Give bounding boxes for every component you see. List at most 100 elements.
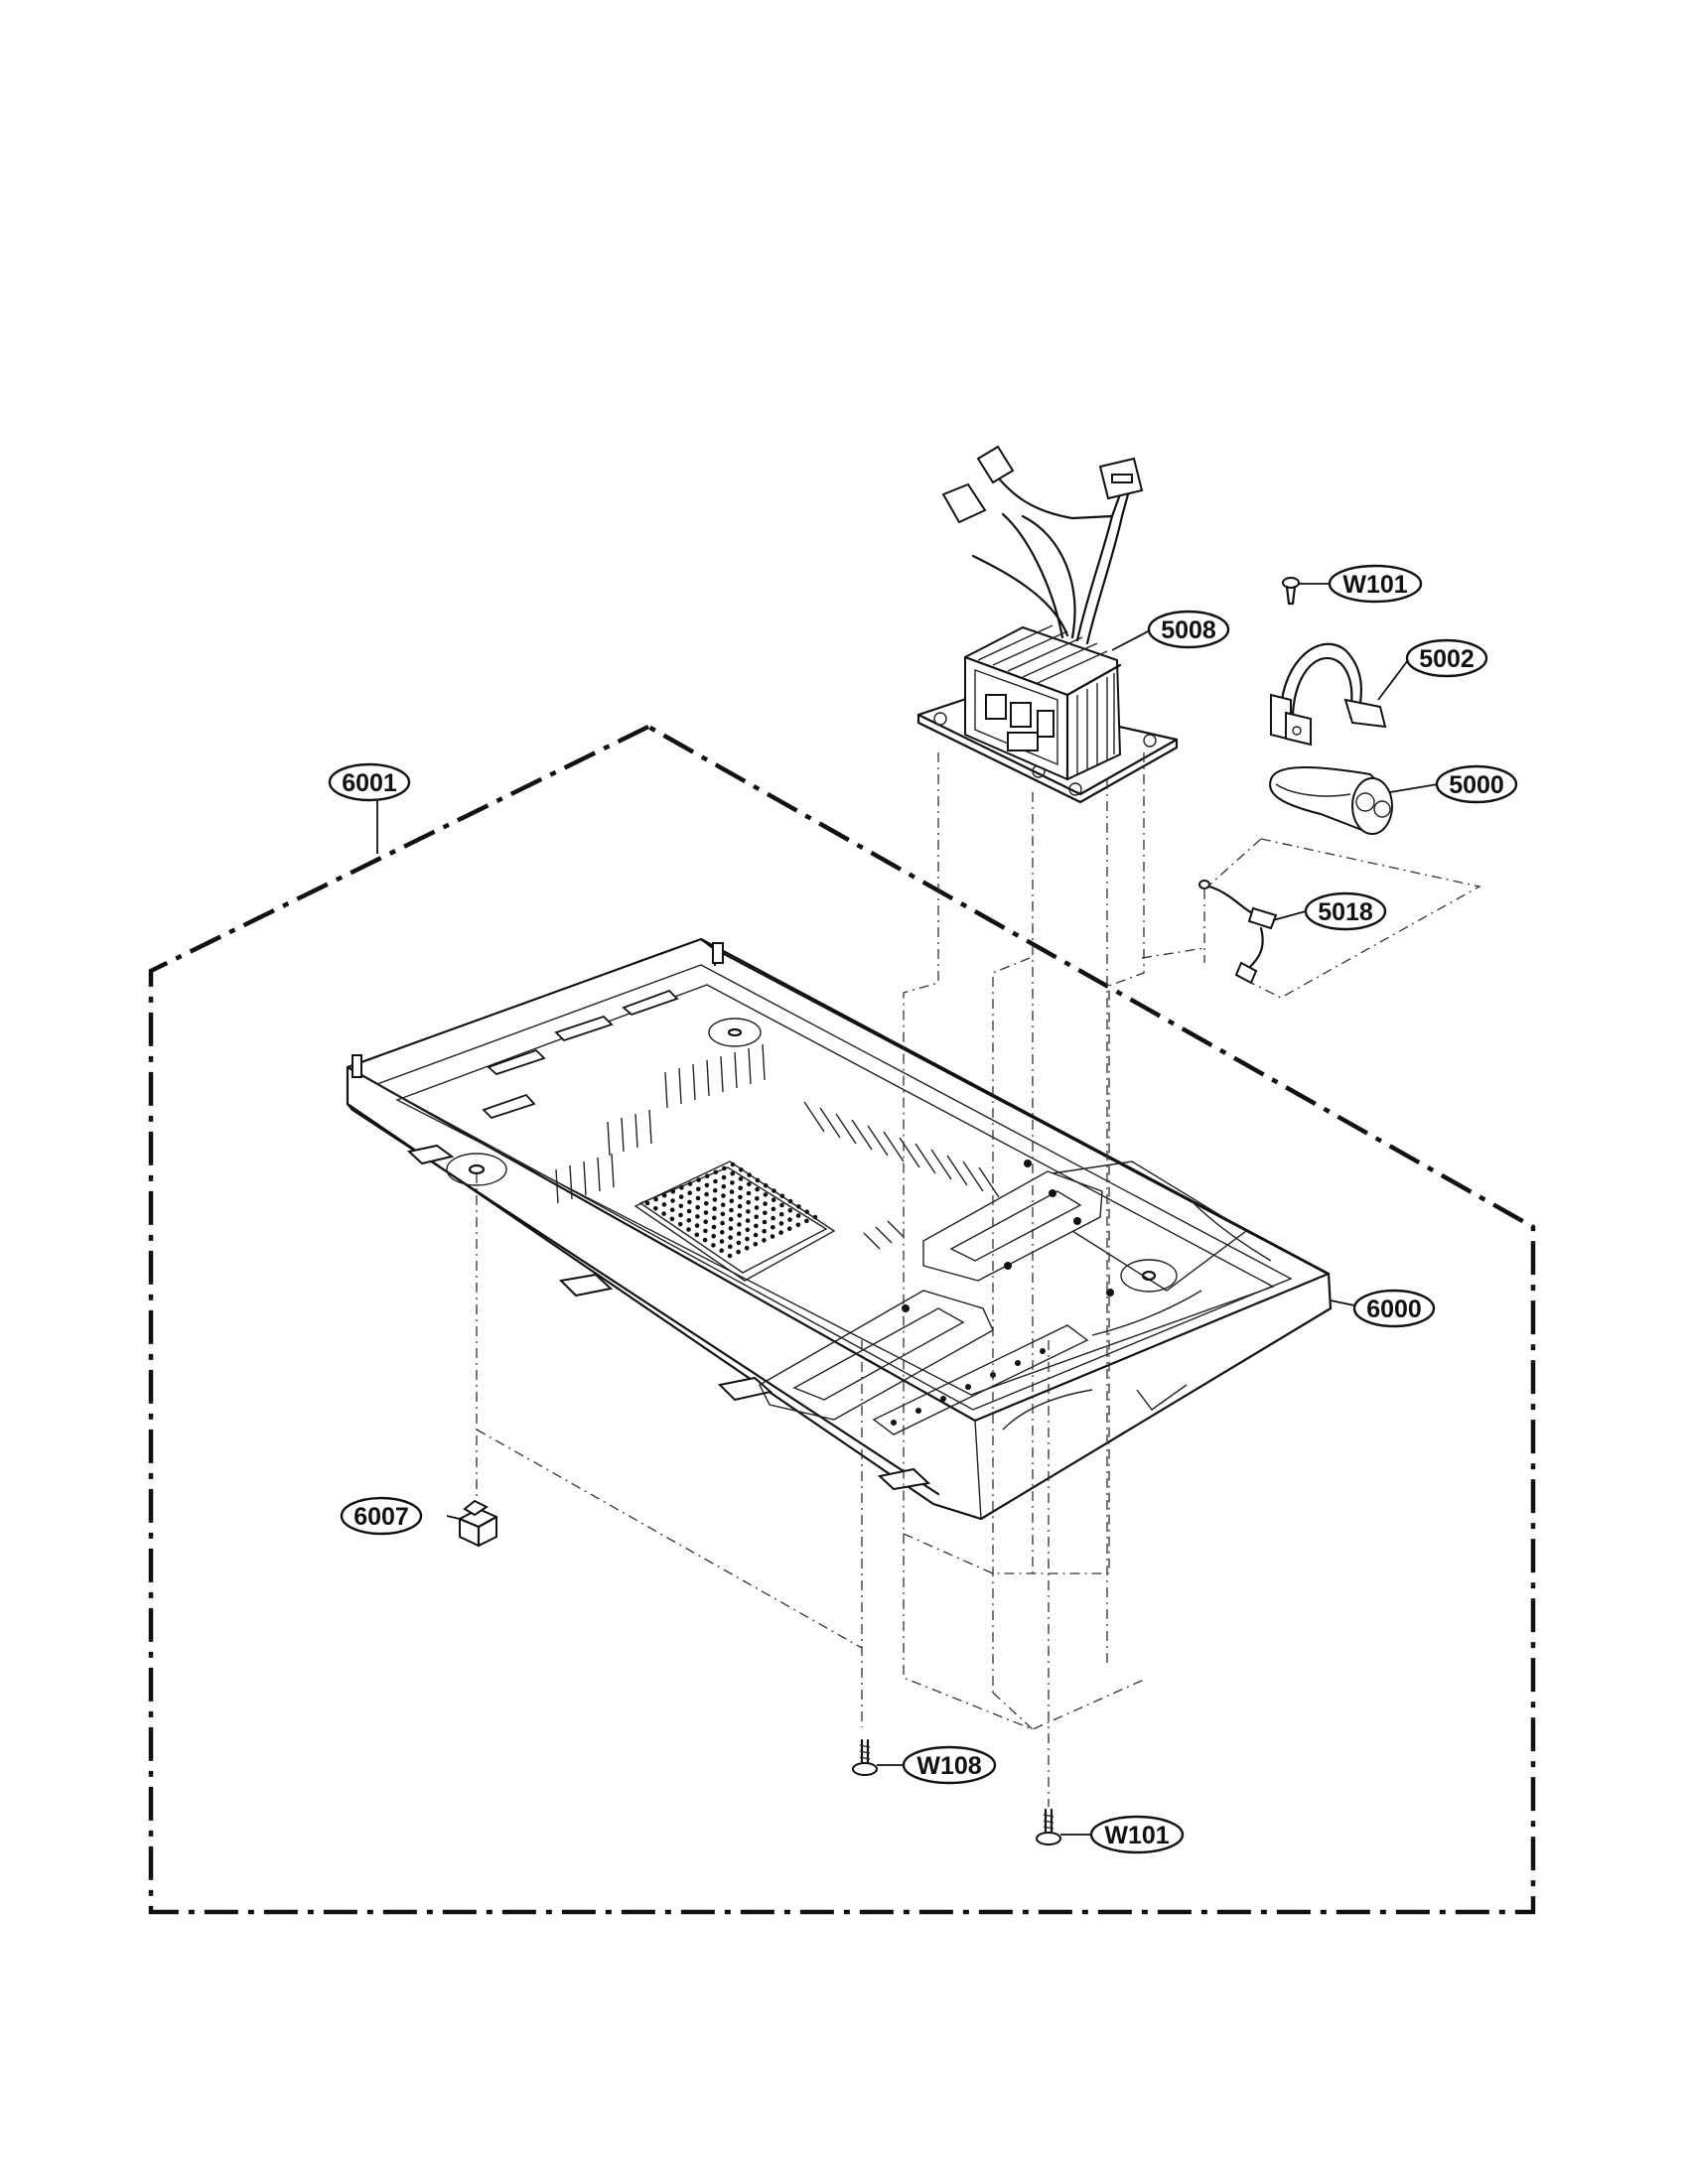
grille-hole bbox=[729, 1189, 735, 1194]
grille-hole bbox=[763, 1192, 769, 1197]
screw-w101-bottom bbox=[1036, 1808, 1061, 1845]
grille-hole bbox=[713, 1178, 718, 1184]
callout-6007: 6007 bbox=[340, 1496, 423, 1536]
grille-hole bbox=[695, 1204, 700, 1210]
grille-hole bbox=[736, 1240, 742, 1246]
grille-hole bbox=[763, 1210, 768, 1216]
grille-hole bbox=[745, 1218, 751, 1223]
grille-hole bbox=[753, 1242, 759, 1247]
grille-hole bbox=[702, 1237, 708, 1243]
callout-5000: 5000 bbox=[1435, 764, 1518, 804]
grille-hole bbox=[728, 1226, 734, 1231]
callout-5002-label: 5002 bbox=[1419, 645, 1475, 673]
grille-hole bbox=[755, 1186, 760, 1192]
grille-hole bbox=[703, 1219, 708, 1224]
grille-hole bbox=[644, 1200, 650, 1206]
grille-hole bbox=[778, 1211, 784, 1217]
callout-w108: W108 bbox=[902, 1745, 997, 1785]
vent-ribs-right bbox=[803, 1101, 1000, 1250]
grille-hole bbox=[737, 1203, 743, 1209]
callout-6000-label: 6000 bbox=[1366, 1296, 1422, 1323]
grille-hole bbox=[787, 1217, 792, 1222]
grille-hole bbox=[762, 1228, 767, 1234]
grille-hole bbox=[653, 1196, 658, 1202]
grille-hole bbox=[771, 1215, 775, 1221]
grille-hole bbox=[804, 1218, 809, 1224]
grille-hole bbox=[771, 1225, 775, 1230]
grille-hole bbox=[729, 1207, 734, 1213]
grille-hole bbox=[721, 1174, 727, 1180]
grille-hole bbox=[796, 1204, 801, 1209]
callout-5002: 5002 bbox=[1405, 638, 1488, 678]
transformer-5008 bbox=[916, 445, 1179, 804]
grille-hole bbox=[812, 1214, 818, 1220]
grille-hole bbox=[729, 1198, 735, 1204]
callout-5000-label: 5000 bbox=[1449, 771, 1504, 799]
grille-hole bbox=[763, 1182, 769, 1188]
grille-hole bbox=[720, 1220, 725, 1226]
grille-hole bbox=[712, 1215, 717, 1221]
grille-hole bbox=[736, 1249, 741, 1255]
grille-hole bbox=[779, 1202, 784, 1208]
grille-hole bbox=[753, 1232, 759, 1238]
grille-hole bbox=[696, 1186, 701, 1192]
grille-hole bbox=[686, 1227, 691, 1232]
grille-hole bbox=[739, 1167, 744, 1172]
grille-hole bbox=[704, 1201, 709, 1206]
grille-hole bbox=[711, 1233, 716, 1239]
callout-5008-label: 5008 bbox=[1161, 616, 1216, 644]
callout-6000: 6000 bbox=[1352, 1289, 1436, 1328]
grille-hole bbox=[745, 1227, 751, 1233]
alignment-lines bbox=[476, 752, 1481, 1807]
callout-6001-label: 6001 bbox=[342, 769, 397, 797]
grille-hole bbox=[661, 1202, 667, 1207]
grille-hole bbox=[695, 1214, 700, 1219]
grille-hole bbox=[754, 1214, 759, 1219]
grille-hole bbox=[704, 1182, 710, 1188]
grille-hole bbox=[677, 1221, 683, 1227]
grille-hole bbox=[712, 1206, 717, 1211]
grille-hole bbox=[779, 1193, 785, 1199]
grille-hole bbox=[669, 1207, 675, 1212]
grille-hole bbox=[711, 1224, 717, 1230]
grille-hole bbox=[703, 1228, 708, 1234]
grille-hole bbox=[762, 1219, 768, 1225]
base-plate-6000 bbox=[346, 937, 1333, 1521]
grille-hole bbox=[746, 1199, 751, 1205]
foot-6007 bbox=[458, 1499, 498, 1548]
grille-hole bbox=[678, 1212, 683, 1218]
callout-5008: 5008 bbox=[1147, 610, 1230, 649]
grille-hole bbox=[687, 1190, 692, 1195]
grille-hole bbox=[771, 1206, 776, 1212]
callout-w101-top-label: W101 bbox=[1342, 571, 1407, 599]
leader-lines bbox=[376, 583, 1439, 1836]
screw-w108 bbox=[852, 1738, 878, 1776]
grille-hole bbox=[736, 1231, 742, 1236]
grille-hole bbox=[730, 1170, 735, 1176]
callout-5018: 5018 bbox=[1304, 891, 1387, 931]
vent-ribs-left bbox=[555, 1043, 766, 1204]
grille-hole bbox=[720, 1202, 726, 1207]
grille-hole bbox=[738, 1185, 743, 1190]
grille-hole bbox=[728, 1216, 734, 1222]
grille-hole bbox=[746, 1190, 752, 1196]
grille-hole bbox=[778, 1221, 784, 1226]
grille-hole bbox=[720, 1230, 725, 1235]
grille-hole bbox=[721, 1184, 727, 1189]
grille-hole bbox=[730, 1161, 736, 1167]
grille-hole bbox=[678, 1194, 684, 1199]
grille-hole bbox=[746, 1209, 751, 1214]
grille-hole bbox=[737, 1222, 742, 1227]
assembly-6001-boundary bbox=[148, 724, 1536, 1915]
grille-hole bbox=[686, 1208, 692, 1214]
grille-hole bbox=[762, 1238, 767, 1243]
grille-hole bbox=[772, 1188, 776, 1193]
grille-hole bbox=[721, 1193, 726, 1198]
grille-hole bbox=[678, 1203, 684, 1209]
grille-hole bbox=[661, 1211, 666, 1216]
grille-hole bbox=[719, 1239, 725, 1244]
grille-hole bbox=[712, 1187, 718, 1193]
screw-w101-top bbox=[1282, 577, 1300, 606]
grille-hole bbox=[694, 1232, 700, 1238]
grille-hole bbox=[770, 1234, 775, 1239]
